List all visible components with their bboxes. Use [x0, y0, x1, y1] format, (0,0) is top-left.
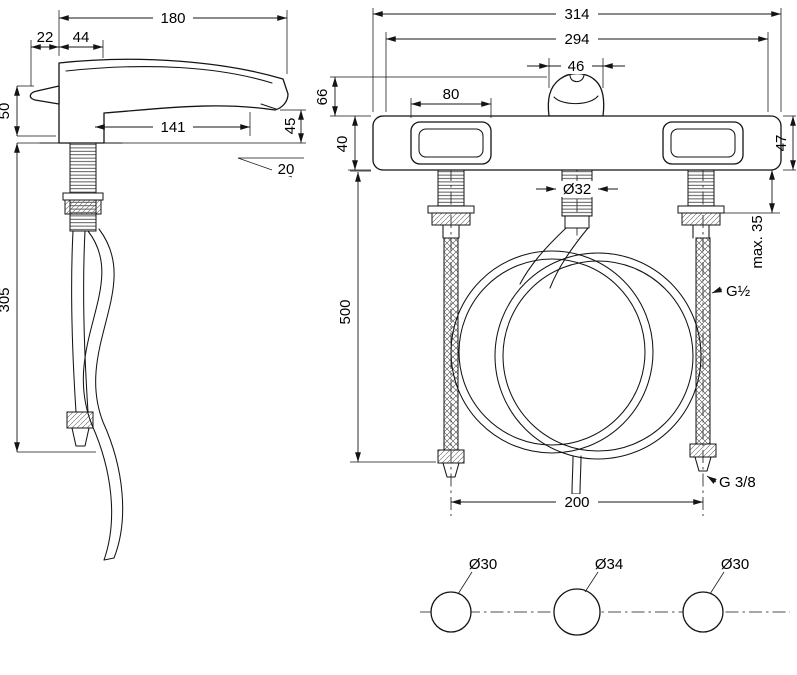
- extension-line: [548, 58, 604, 88]
- dim-314: 314: [564, 6, 589, 23]
- dim-hole-left: Ø30: [469, 556, 497, 573]
- front-spout: [547, 72, 605, 117]
- left-crimp: [442, 224, 460, 239]
- front-spout-inner: [553, 95, 599, 105]
- dim-hole-right: Ø30: [721, 556, 749, 573]
- hose-fitting-taper: [71, 427, 90, 447]
- left-shank: [437, 169, 465, 213]
- dim-66: 66: [314, 89, 331, 106]
- center-hose-attach: [564, 215, 590, 229]
- hole-left: [430, 591, 472, 633]
- extension-line: [122, 109, 306, 144]
- lever-handle: [29, 85, 60, 105]
- leader-arrow: [711, 286, 723, 294]
- dim-47: 47: [773, 135, 790, 152]
- hole-layout: Ø30 Ø34 Ø30: [420, 556, 790, 636]
- dim-22: 22: [37, 29, 54, 46]
- hose-loop: [458, 258, 646, 446]
- dim-305: 305: [0, 287, 13, 312]
- right-handle: [662, 121, 744, 165]
- right-crimp: [692, 224, 710, 239]
- right-hose-taper: [694, 456, 712, 472]
- right-handle-inner: [670, 128, 736, 158]
- front-spout-notch: [569, 73, 585, 83]
- dim-200: 200: [564, 494, 589, 511]
- hose-tail: [571, 455, 582, 495]
- right-supply-hose: [695, 237, 711, 445]
- dim-141: 141: [160, 119, 185, 136]
- loop-entry: [549, 227, 589, 289]
- dim-diameter-32: Ø32: [563, 181, 591, 198]
- dim-294: 294: [564, 31, 589, 48]
- leader-arrow: [706, 475, 717, 484]
- right-washer: [677, 205, 725, 214]
- flex-hose-end: [103, 557, 115, 561]
- leader-line: [457, 571, 473, 595]
- hose-loop: [494, 252, 702, 460]
- dim-44: 44: [73, 29, 90, 46]
- hose-wall: [71, 230, 77, 413]
- left-washer: [427, 205, 475, 214]
- dim-40: 40: [334, 136, 351, 153]
- side-view: 180 22 44 50 141 45 20 305: [0, 10, 306, 561]
- extension-line: [372, 8, 782, 112]
- spout-body-outline: [58, 58, 289, 144]
- extension-line: [330, 76, 547, 117]
- left-hose-nut: [437, 449, 465, 464]
- dim-max-35: max. 35: [749, 215, 766, 268]
- dim-180: 180: [160, 10, 185, 27]
- right-hose-nut: [689, 443, 717, 458]
- left-hose-taper: [442, 462, 460, 478]
- hole-right: [682, 591, 724, 633]
- right-nut: [681, 212, 721, 226]
- mounting-nut: [64, 199, 102, 215]
- hole-center: [553, 588, 601, 636]
- extension-line: [17, 142, 96, 453]
- label-g-half: G½: [726, 283, 751, 300]
- extension-line: [350, 170, 436, 463]
- hose-loop: [502, 260, 694, 452]
- dim-50: 50: [0, 103, 13, 120]
- spout-top-edge: [65, 66, 273, 84]
- threaded-shank: [69, 142, 97, 232]
- hose-fitting-nut: [66, 411, 94, 429]
- dim-500: 500: [337, 299, 354, 324]
- spout-aerator: [260, 103, 277, 110]
- dim-45: 45: [282, 118, 299, 135]
- left-nut: [431, 212, 471, 226]
- leader-line: [584, 571, 599, 593]
- dim-hole-center: Ø34: [595, 556, 623, 573]
- hose-loop: [450, 250, 654, 454]
- flex-hose-wall: [82, 230, 113, 561]
- leader-line: [709, 571, 725, 595]
- left-handle: [410, 121, 492, 165]
- dim-80: 80: [443, 86, 460, 103]
- washer: [62, 192, 104, 201]
- hose-wall: [83, 230, 89, 413]
- dim-20: 20: [278, 161, 295, 178]
- front-view: 314 294 46 80 66 40 47 Ø32: [314, 6, 796, 516]
- flex-hose-wall: [95, 228, 124, 559]
- left-handle-inner: [418, 128, 484, 158]
- label-g-three-eighths: G 3/8: [719, 474, 756, 491]
- dim-46: 46: [568, 58, 585, 75]
- right-shank: [687, 169, 715, 213]
- loop-entry: [519, 227, 567, 285]
- extension-line: [385, 32, 769, 112]
